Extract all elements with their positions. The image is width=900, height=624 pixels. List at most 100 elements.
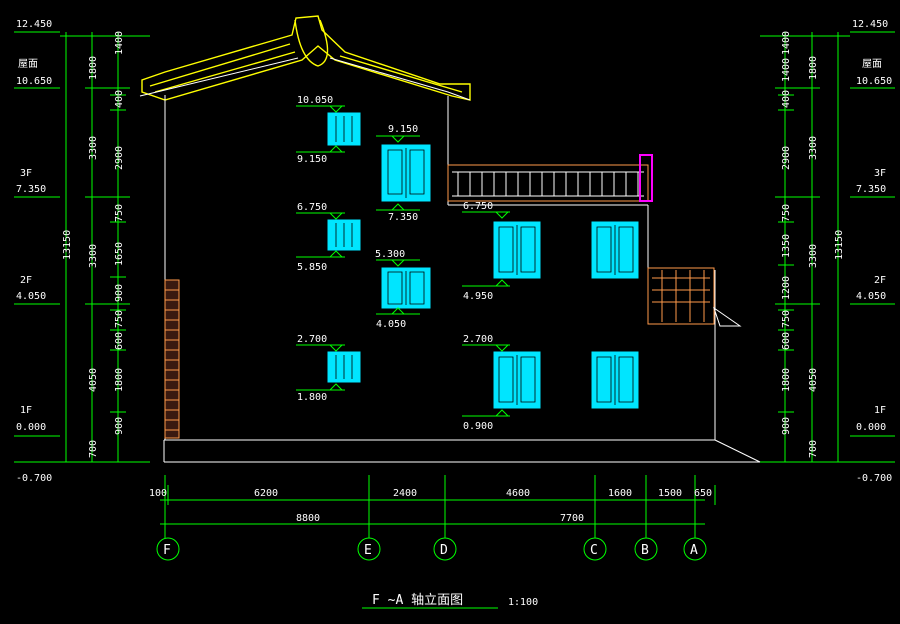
right-dimension-lines: 13150 1800 3300 3300 4050 700 1400 1400 … — [760, 31, 850, 463]
level-label: 屋面 — [862, 58, 882, 70]
left-level-markers: 12.450 屋面 10.650 3F 7.350 2F 4.050 1F 0.… — [14, 19, 60, 484]
level-value: 12.450 — [16, 19, 52, 30]
dim-text: 2400 — [393, 488, 417, 499]
dim-text: 1600 — [608, 488, 632, 499]
title-text: F ~A 轴立面图 — [372, 593, 463, 608]
side-lattice — [647, 267, 715, 325]
axis-label: E — [364, 543, 372, 558]
dim-text: 600 — [114, 332, 125, 350]
dim-text: 2900 — [781, 146, 792, 170]
dim-text: 600 — [781, 332, 792, 350]
dim-text: 400 — [114, 90, 125, 108]
dim-text: 1800 — [114, 368, 125, 392]
dim-text: 1800 — [781, 368, 792, 392]
window-level: 5.300 — [375, 249, 405, 260]
window-level: 1.800 — [297, 392, 327, 403]
window-level: 0.900 — [463, 421, 493, 432]
building-elevation — [139, 15, 761, 463]
window-level: 7.350 — [388, 212, 418, 223]
scale-text: 1:100 — [508, 597, 538, 608]
dim-text: 900 — [114, 417, 125, 435]
horizontal-dimensions: 100 6200 2400 4600 1600 1500 650 8800 77… — [149, 475, 716, 538]
axis-label: A — [690, 543, 698, 558]
dim-text: 750 — [781, 310, 792, 328]
window-level-labels: 10.050 9.150 9.150 7.350 6.750 5.850 5.3… — [296, 95, 510, 432]
dim-text: 900 — [114, 284, 125, 302]
dim-text: 2900 — [114, 146, 125, 170]
dim-text: 700 — [88, 440, 99, 458]
dim-text: 4050 — [88, 368, 99, 392]
dim-text: 900 — [781, 417, 792, 435]
level-value: 10.650 — [16, 76, 52, 87]
level-label: 3F — [874, 168, 886, 179]
window-level: 6.750 — [463, 201, 493, 212]
window-level: 9.150 — [297, 154, 327, 165]
level-value: 0.000 — [856, 422, 886, 433]
dim-text: 3300 — [88, 136, 99, 160]
level-label: 1F — [20, 405, 32, 416]
total-height-dim: 13150 — [62, 230, 73, 260]
dim-text: 750 — [781, 204, 792, 222]
axis-bubble — [634, 537, 658, 561]
dim-text: 1200 — [781, 276, 792, 300]
dim-text: 3300 — [808, 244, 819, 268]
level-label: 2F — [20, 275, 32, 286]
dim-text: 8800 — [296, 513, 320, 524]
level-value: 7.350 — [16, 184, 46, 195]
dim-text: 1350 — [781, 234, 792, 258]
dim-text: 4050 — [808, 368, 819, 392]
dim-text: 1400 — [114, 31, 125, 55]
axis-bubble — [357, 537, 381, 561]
left-dimension-lines: 13150 3300 3300 4050 700 1400 1800 400 2… — [60, 31, 150, 463]
dim-text: 750 — [114, 204, 125, 222]
level-value: 10.650 — [856, 76, 892, 87]
level-label: 2F — [874, 275, 886, 286]
dim-text: 7700 — [560, 513, 584, 524]
axis-bubble — [156, 537, 180, 561]
level-value: 12.450 — [852, 19, 888, 30]
dim-text: 1400 — [781, 58, 792, 82]
dim-text: 1650 — [114, 242, 125, 266]
axis-label: D — [440, 543, 448, 558]
dim-text: 4600 — [506, 488, 530, 499]
roof-outline — [141, 15, 471, 101]
dim-text: 6200 — [254, 488, 278, 499]
brick-column — [164, 279, 180, 439]
level-label: 1F — [874, 405, 886, 416]
dim-text: 1400 — [781, 31, 792, 55]
window-level: 2.700 — [463, 334, 493, 345]
axis-bubble — [683, 537, 707, 561]
dim-text: 3300 — [808, 136, 819, 160]
balcony-railing — [447, 164, 649, 202]
railing-post — [639, 154, 653, 202]
level-value: 4.050 — [856, 291, 886, 302]
dim-text: 1800 — [88, 56, 99, 80]
axis-bubble — [583, 537, 607, 561]
axis-bubble — [433, 537, 457, 561]
drawing-title: F ~A 轴立面图 1:100 — [362, 593, 538, 609]
dim-text: 700 — [808, 440, 819, 458]
dim-text: 100 — [149, 488, 167, 499]
total-height-dim: 13150 — [834, 230, 845, 260]
window-level: 10.050 — [297, 95, 333, 106]
window-level: 4.050 — [376, 319, 406, 330]
windows — [327, 112, 639, 409]
axis-bubbles: F E D C B A — [156, 537, 707, 561]
level-label: 屋面 — [18, 58, 38, 70]
level-value: 7.350 — [856, 184, 886, 195]
level-value: -0.700 — [856, 473, 892, 484]
level-value: 0.000 — [16, 422, 46, 433]
axis-label: C — [590, 543, 598, 558]
level-value: -0.700 — [16, 473, 52, 484]
dim-text: 1800 — [808, 56, 819, 80]
window-level: 2.700 — [297, 334, 327, 345]
level-label: 3F — [20, 168, 32, 179]
dim-text: 1500 — [658, 488, 682, 499]
dim-text: 400 — [781, 90, 792, 108]
axis-label: B — [641, 543, 649, 558]
dim-text: 3300 — [88, 244, 99, 268]
window-level: 4.950 — [463, 291, 493, 302]
window-level: 6.750 — [297, 202, 327, 213]
